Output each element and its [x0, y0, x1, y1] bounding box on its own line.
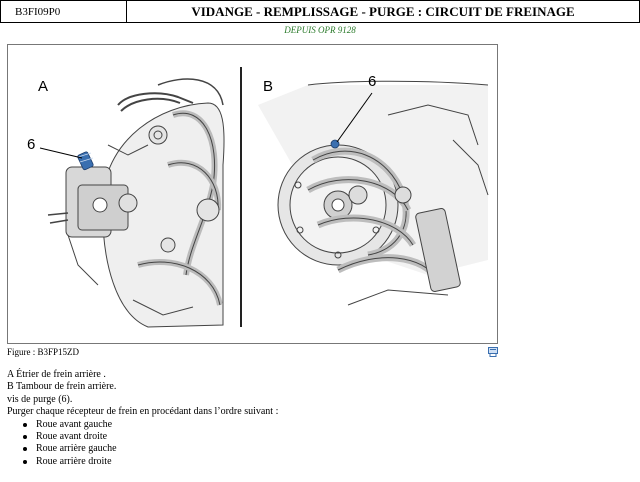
list-item: Roue arrière droite: [23, 456, 278, 468]
panel-b-drum-drawing: [258, 80, 489, 306]
document-subtitle: DEPUIS OPR 9128: [284, 25, 356, 35]
list-item: Roue arrière gauche: [23, 443, 278, 455]
technical-figure: A B 6 6: [7, 44, 498, 344]
bleed-order-list: Roue avant gauche Roue avant droite Roue…: [7, 419, 278, 469]
print-figure-icon[interactable]: [488, 347, 498, 357]
document-code: B3FI09P0: [1, 1, 127, 22]
panel-b-label: B: [263, 78, 273, 95]
bleed-screw-marker-b: [330, 92, 373, 149]
figure-caption: Figure : B3FP15ZD: [7, 347, 80, 357]
legend-line-6: vis de purge (6).: [7, 393, 73, 405]
document-title: VIDANGE - REMPLISSAGE - PURGE : CIRCUIT …: [191, 3, 575, 19]
legend-line-b: B Tambour de frein arrière.: [7, 381, 117, 393]
callout-6-panel-a: 6: [27, 136, 35, 153]
list-item: Roue avant gauche: [23, 419, 278, 431]
document-header: B3FI09P0 VIDANGE - REMPLISSAGE - PURGE :…: [0, 0, 640, 23]
list-item: Roue avant droite: [23, 431, 278, 443]
brake-illustration: A B 6 6: [27, 67, 489, 328]
panel-a-label: A: [38, 78, 48, 95]
legend-line-a: A Étrier de frein arrière .: [7, 369, 106, 380]
legend-text: A Étrier de frein arrière . B Tambour de…: [7, 369, 278, 468]
callout-6-panel-b: 6: [368, 73, 376, 90]
bleed-screw-marker-a: [39, 147, 94, 171]
instruction-text: Purger chaque récepteur de frein en proc…: [7, 406, 279, 418]
panel-a-caliper-drawing: [47, 78, 225, 328]
